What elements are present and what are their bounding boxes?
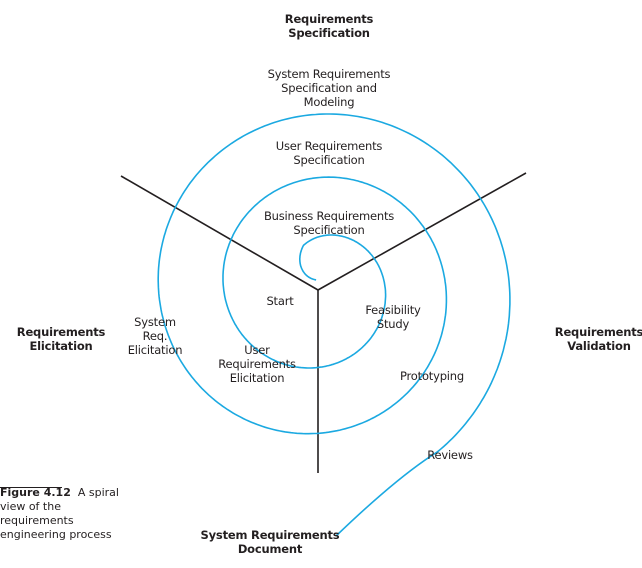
system-requirements-document: System Requirements Document [200, 528, 340, 556]
activity-business-req-spec: Business Requirements Specification [263, 209, 395, 237]
activity-system-req-spec: System Requirements Specification and Mo… [267, 67, 391, 109]
axis-left [120, 175, 319, 291]
phase-requirements-specification: Requirements Specification [284, 12, 374, 40]
caption-text: A spiral view of the requirements engine… [0, 486, 119, 541]
activity-reviews: Reviews [427, 448, 473, 462]
activity-feasibility-study: Feasibility Study [365, 303, 421, 331]
axis-right [317, 172, 527, 291]
activity-user-req-elicitation: User Requirements Elicitation [218, 343, 296, 385]
activity-start: Start [266, 294, 294, 308]
activity-prototyping: Prototyping [400, 369, 464, 383]
figure-caption: Figure 4.12 A spiral view of the require… [0, 486, 130, 542]
caption-figure-number: Figure 4.12 [0, 486, 71, 499]
phase-requirements-validation: Requirements Validation [554, 325, 642, 353]
phase-requirements-elicitation: Requirements Elicitation [16, 325, 106, 353]
spiral-path [157, 113, 511, 537]
activity-system-req-elicitation: System Req. Elicitation [127, 315, 183, 357]
caption-rule [0, 487, 62, 488]
activity-user-req-spec: User Requirements Specification [275, 139, 383, 167]
